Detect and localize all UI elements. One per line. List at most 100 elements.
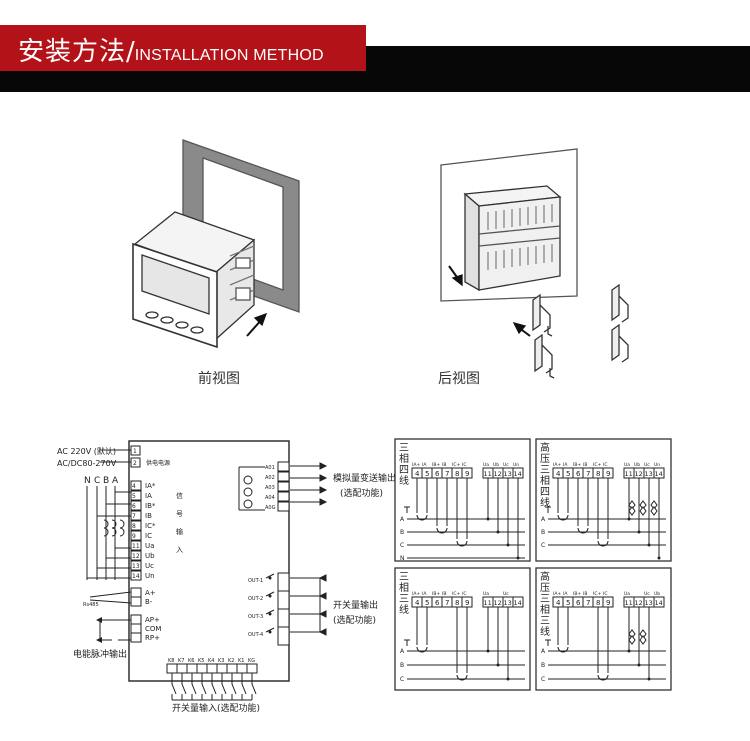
- input-terminal-label: IC: [145, 532, 152, 540]
- analog-output-terminal[interactable]: [277, 481, 290, 492]
- input-terminal[interactable]: [130, 540, 142, 551]
- switch-input-terminal[interactable]: [196, 663, 208, 674]
- scheme-terminal-head: IA: [422, 462, 427, 468]
- scheme-terminal-number: 12: [635, 470, 643, 478]
- input-terminal-label: Uc: [145, 562, 154, 570]
- scheme-terminal-number: 4: [556, 599, 561, 607]
- scheme-label-char: 压: [540, 453, 550, 465]
- pulse-terminal[interactable]: [130, 632, 142, 643]
- meter-body-outline: [128, 440, 290, 682]
- input-terminal-number: 6: [132, 503, 136, 510]
- input-terminal-label: IC*: [145, 522, 156, 530]
- scheme-terminal-number: 14: [655, 470, 663, 478]
- analog-output-label: A0G: [265, 505, 276, 511]
- mounting-clip: [532, 293, 553, 337]
- switch-input-terminal[interactable]: [176, 663, 188, 674]
- scheme-terminal-number: 5: [425, 599, 429, 607]
- input-terminal-number: 9: [132, 533, 136, 540]
- comm-terminal[interactable]: [130, 596, 142, 607]
- scheme-terminal-number: 4: [415, 599, 420, 607]
- switch-input-terminal[interactable]: [166, 663, 178, 674]
- scheme-terminal-head: IC+: [593, 591, 601, 597]
- scheme-terminal-head: Uc: [644, 591, 650, 597]
- scheme-line-label: B: [541, 529, 545, 536]
- signal-input-char: 输: [176, 527, 183, 536]
- pulse-terminal-label: AP+: [145, 616, 160, 624]
- scheme-label-char: 压: [540, 582, 550, 594]
- input-terminal[interactable]: [130, 500, 142, 511]
- switch-input-label: KG: [248, 658, 255, 664]
- scheme-terminal-number: 13: [504, 599, 512, 607]
- analog-output-terminal[interactable]: [277, 461, 290, 472]
- scheme-terminal-head: IB+: [573, 591, 581, 597]
- input-terminal[interactable]: [130, 490, 142, 501]
- input-terminal-number: 4: [132, 483, 136, 490]
- input-terminal[interactable]: [130, 520, 142, 531]
- input-terminal-number: 8: [132, 523, 136, 530]
- switch-input-terminal[interactable]: [246, 663, 258, 674]
- switch-input-terminal[interactable]: [236, 663, 248, 674]
- input-terminal[interactable]: [130, 480, 142, 491]
- pulse-terminal[interactable]: [130, 614, 142, 625]
- scheme-terminal-head: IA: [563, 462, 568, 468]
- pulse-output-label: 电能脉冲输出: [73, 648, 127, 660]
- scheme-terminal-number: 8: [455, 470, 459, 478]
- switch-input-terminal[interactable]: [216, 663, 228, 674]
- scheme-terminal-number: 6: [576, 470, 581, 478]
- scheme-terminal-number: 6: [576, 599, 581, 607]
- analog-output-terminal[interactable]: [277, 491, 290, 502]
- switch-output-terminal[interactable]: [277, 608, 290, 628]
- analog-output-terminal[interactable]: [277, 501, 290, 512]
- scheme-line-label: A: [541, 516, 546, 523]
- input-terminal[interactable]: [130, 560, 142, 571]
- analog-output-terminal[interactable]: [277, 471, 290, 482]
- scheme-terminal: [653, 596, 665, 608]
- analog-output-label: A03: [265, 485, 275, 491]
- input-terminal-number: 7: [132, 513, 136, 520]
- mounting-clip: [534, 333, 555, 379]
- switch-input-label: K3: [218, 658, 224, 664]
- switch-output-terminal[interactable]: [277, 590, 290, 610]
- analog-output-label: 模拟量变送输出: [333, 472, 396, 484]
- switch-output-terminal[interactable]: [277, 572, 290, 592]
- switch-input-label: K2: [228, 658, 234, 664]
- switch-output-label: OUT-3: [248, 614, 263, 620]
- scheme-terminal-number: 9: [606, 599, 610, 607]
- switch-input-terminal[interactable]: [226, 663, 238, 674]
- comm-terminal-label: A+: [145, 589, 156, 597]
- scheme-label-char: 三: [540, 616, 550, 627]
- input-terminal-label: IB: [145, 512, 152, 520]
- title-english: INSTALLATION METHOD: [134, 47, 324, 64]
- scheme-line-label: N: [400, 555, 405, 562]
- comm-terminal-block[interactable]: A+B-: [130, 587, 156, 607]
- scheme-terminal-head: IA: [563, 591, 568, 597]
- scheme-terminal-head: Un: [513, 462, 519, 468]
- scheme-line-label: B: [400, 662, 404, 669]
- scheme-terminal-head: Ua: [624, 462, 630, 468]
- input-terminal[interactable]: [130, 570, 142, 581]
- switch-output-terminal[interactable]: [277, 626, 290, 646]
- input-terminal-label: Un: [145, 572, 155, 580]
- title-chinese: 安装方法: [18, 37, 127, 67]
- switch-input-terminal[interactable]: [206, 663, 218, 674]
- scheme-line-label: B: [541, 662, 545, 669]
- scheme-terminal-number: 8: [596, 470, 600, 478]
- pulse-terminal[interactable]: [130, 623, 142, 634]
- switch-input-terminal[interactable]: [186, 663, 198, 674]
- scheme-label-char: 三: [540, 594, 550, 605]
- input-terminal-label: IB*: [145, 502, 156, 510]
- scheme-terminal-head: IB: [583, 591, 587, 597]
- scheme-terminal-head: IC+: [593, 462, 601, 468]
- input-terminal-number: 11: [132, 543, 140, 550]
- comm-terminal[interactable]: [130, 587, 142, 598]
- scheme-terminal-head: Ub: [654, 591, 660, 597]
- input-terminal[interactable]: [130, 530, 142, 541]
- input-terminal[interactable]: [130, 550, 142, 561]
